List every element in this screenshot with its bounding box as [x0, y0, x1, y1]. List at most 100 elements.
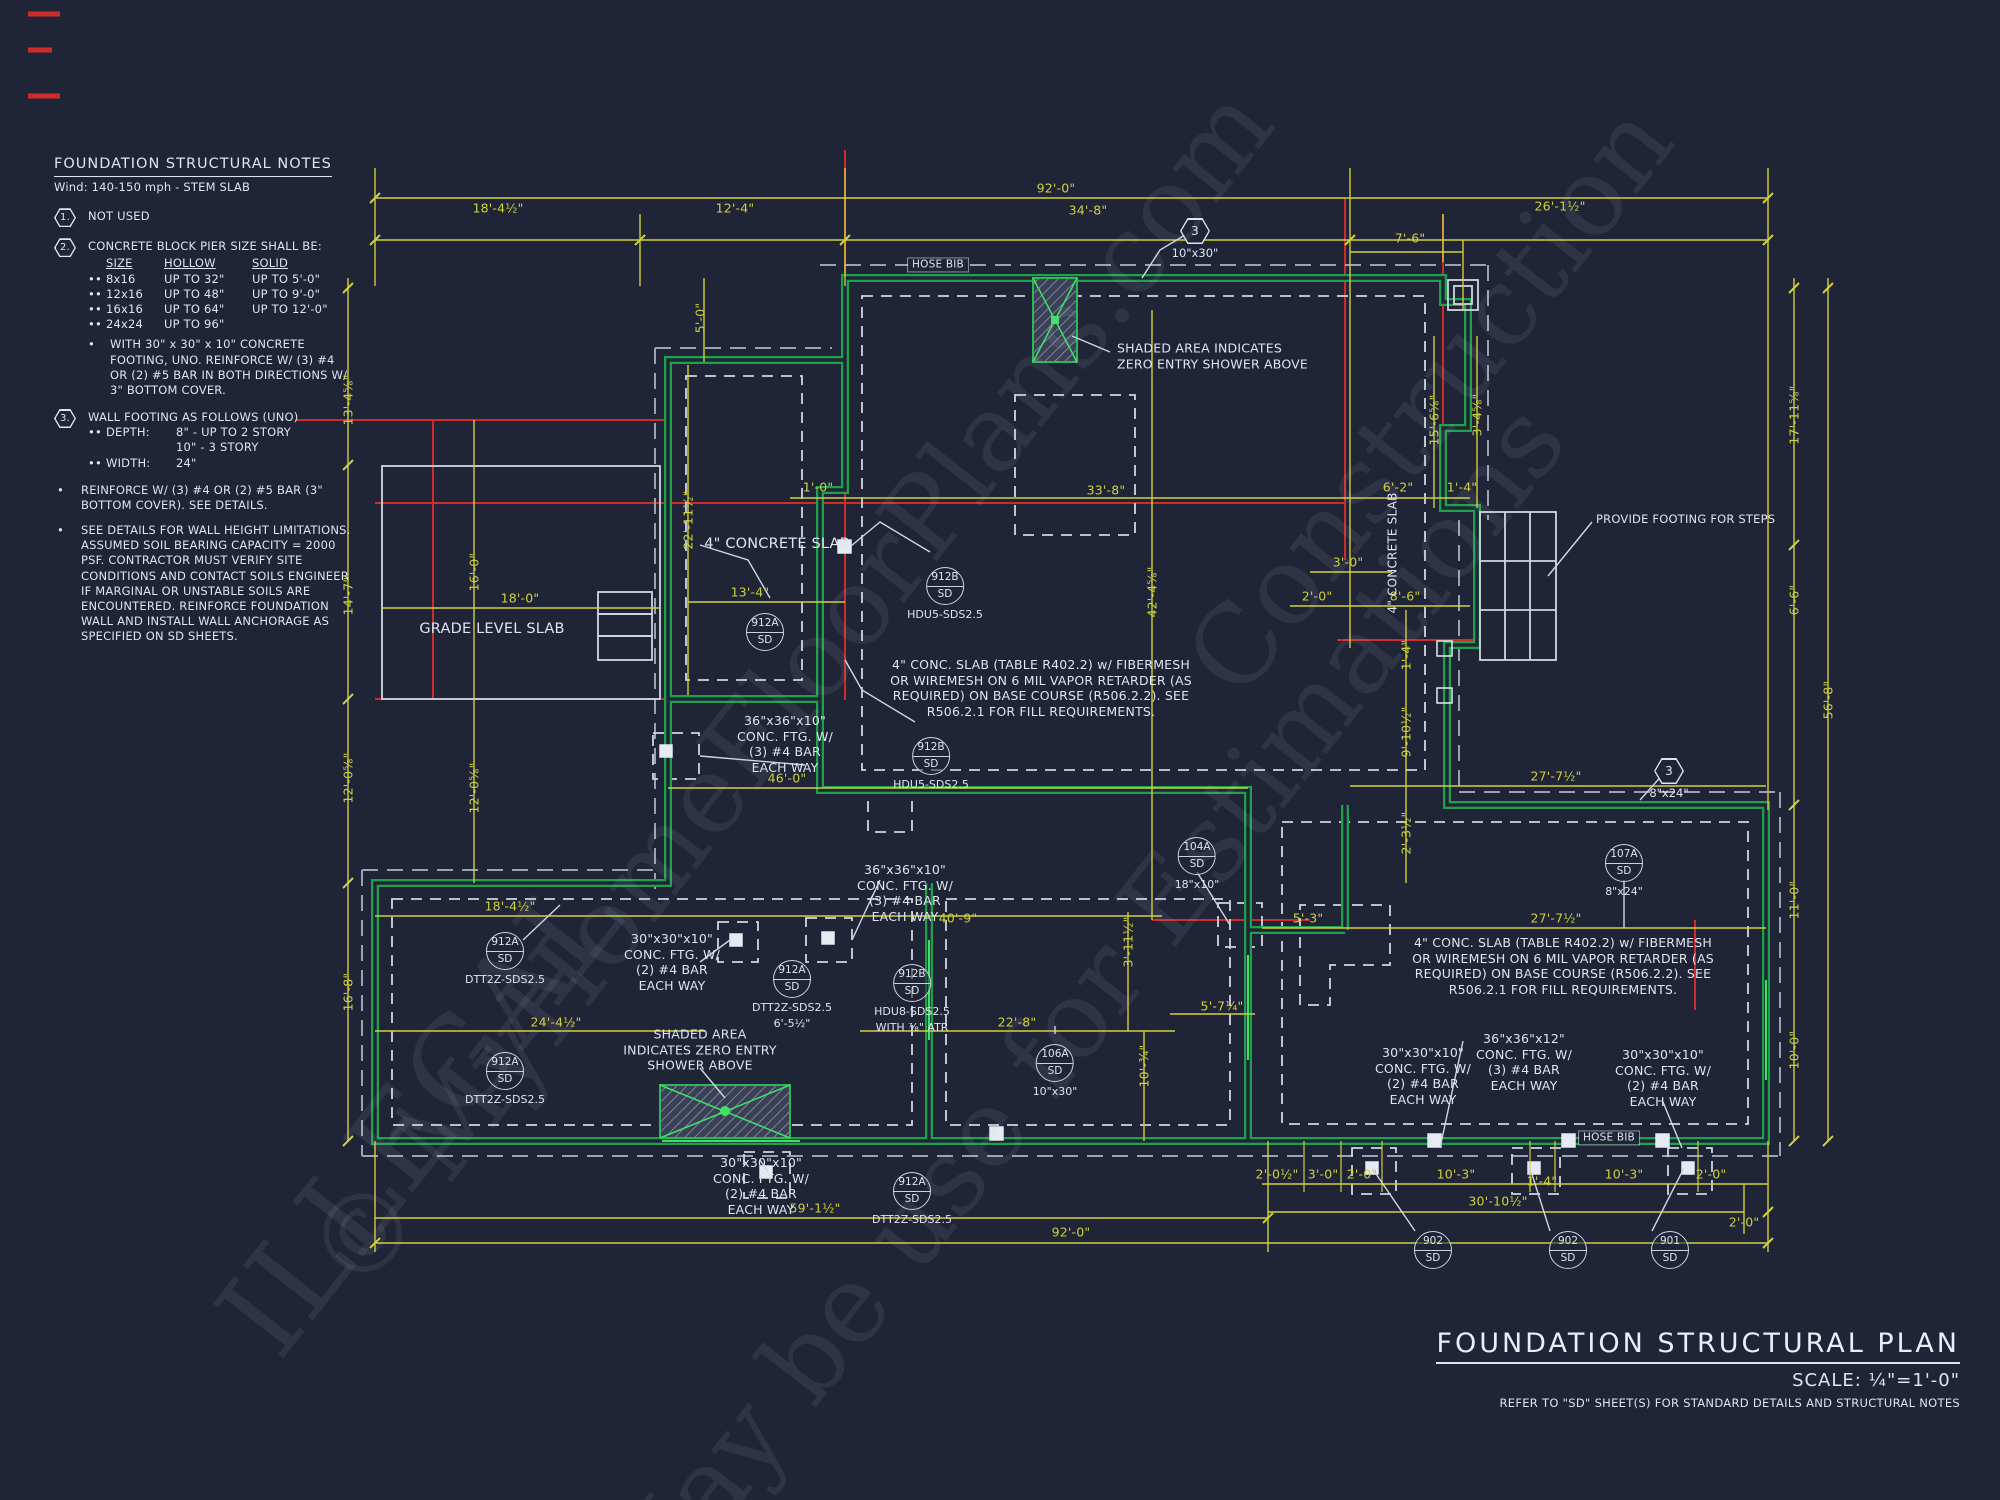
notes-title: FOUNDATION STRUCTURAL NOTES: [54, 155, 332, 178]
footing-subrow: ••WIDTH:24": [88, 455, 197, 470]
dimension-label: 2'-3½": [1398, 811, 1414, 855]
dimension-label: 5'-7¼": [1200, 998, 1244, 1014]
dimension-label: 27'-7½": [1530, 910, 1582, 926]
dimension-label: 8'-6": [1389, 588, 1421, 604]
dimension-label: 10'-3": [1436, 1166, 1476, 1182]
notes-item: 1. NOT USED: [54, 208, 354, 228]
sheet-scale: SCALE: ¼"=1'-0": [1792, 1370, 1960, 1391]
dimension-label: 33'-8": [1086, 482, 1126, 498]
notes-footnotes: •REINFORCE W/ (3) #4 OR (2) #5 BAR (3" B…: [54, 483, 354, 645]
plan-label: 30"x30"x10" CONC. FTG. W/ (2) #4 BAR EAC…: [712, 1154, 810, 1217]
dimension-label: 13'-4⅝": [340, 374, 356, 426]
footing-subrow: ••DEPTH:8" - UP TO 2 STORY: [88, 425, 292, 440]
title-block: FOUNDATION STRUCTURAL PLAN SCALE: ¼"=1'-…: [1436, 1328, 1960, 1410]
dimension-label: 30'-10½": [1468, 1193, 1528, 1209]
dimension-label: 3'-0": [1307, 1166, 1339, 1182]
dimension-label: 9'-10½": [1398, 706, 1414, 758]
notes-items: 1. NOT USED 2. CONCRETE BLOCK PIER SIZE SHA…: [54, 208, 354, 471]
hex-callout: 3 8"x24": [1649, 758, 1689, 800]
dimension-label: 22'-8": [997, 1014, 1037, 1030]
dimension-label: 18'-4½": [472, 200, 524, 216]
callout-sublabel: HDU8-SDS2.5: [874, 1005, 950, 1018]
dimension-label: 1'-0": [802, 479, 834, 495]
hex-number-icon: 1.: [54, 208, 76, 228]
dimension-label: 5'-3": [1292, 910, 1324, 926]
hex-sublabel: 8"x24": [1649, 786, 1689, 800]
dimension-lines: [342, 168, 1834, 1252]
grade-level-slab: [381, 465, 661, 700]
hex-number-icon: 2.: [54, 238, 76, 258]
dimension-label: 22'-11½": [680, 490, 696, 550]
plan-label: 30"x30"x10" CONC. FTG. W/ (2) #4 BAR EAC…: [1374, 1044, 1472, 1107]
leader-lines: [522, 231, 1685, 1232]
dimension-label: 10'-¾": [1136, 1044, 1152, 1088]
plan-label: 30"x30"x10" CONC. FTG. W/ (2) #4 BAR EAC…: [1614, 1046, 1712, 1109]
plan-label: SHADED AREA INDICATES ZERO ENTRY SHOWER …: [623, 1026, 777, 1073]
callout-sublabel: 6'-5½": [773, 1017, 811, 1030]
dimension-label: 15'-6⅝": [1426, 394, 1442, 446]
dimension-label: 16'-8": [340, 972, 356, 1012]
dimension-label: 3'-4⅝": [1469, 393, 1485, 437]
dimension-label: 2'-0": [1301, 588, 1333, 604]
plan-label: 4" CONCRETE SLAB: [704, 535, 850, 552]
foundation-structural-notes: FOUNDATION STRUCTURAL NOTES Wind: 140-15…: [54, 155, 354, 644]
dimension-label: 26'-1½": [1534, 198, 1586, 214]
dimension-ticks: [342, 192, 1834, 1249]
shower-shaded-areas: [659, 277, 1078, 1139]
dimension-label: 1'-4": [1446, 479, 1478, 495]
plan-label: 36"x36"x10" CONC. FTG. W/ (3) #4 BAR EAC…: [856, 861, 954, 924]
notes-item-body: NOT USED: [88, 209, 150, 224]
dimension-label: 2'-0": [1346, 1166, 1378, 1182]
dimension-label: 46'-0": [767, 770, 807, 786]
callout-sublabel: 10"x30": [1032, 1085, 1078, 1098]
callout-sublabel: DTT2Z-SDS2.5: [465, 1093, 545, 1106]
callout-sublabel: DTT2Z-SDS2.5: [752, 1001, 832, 1014]
hexagon-icon: 3: [1654, 758, 1684, 784]
dimension-label: 1'-4": [1398, 639, 1414, 671]
dimension-label: 1'-4": [1526, 1173, 1558, 1189]
plan-label: HOSE BIB: [1578, 1130, 1640, 1146]
notes-item-body: WALL FOOTING AS FOLLOWS (UNO)••DEPTH:8" …: [88, 410, 354, 471]
dimension-label: 2'-0½": [1255, 1166, 1299, 1182]
callout-sublabel: DTT2Z-SDS2.5: [465, 973, 545, 986]
plan-label: HOSE BIB: [907, 257, 969, 273]
footing-dashed-lines: [361, 264, 1781, 1157]
callout-sublabel: HDU5-SDS2.5: [907, 608, 983, 621]
dimension-label: 6'-6": [1786, 584, 1802, 616]
dimension-label: 3'-0": [1332, 554, 1364, 570]
dimension-label: 2'-0": [1728, 1214, 1760, 1230]
foundation-walls: [371, 274, 1770, 1145]
dimension-label: 59'-1½": [789, 1200, 841, 1216]
plan-label: 30"x30"x10" CONC. FTG. W/ (2) #4 BAR EAC…: [623, 930, 721, 993]
notes-footnote: •SEE DETAILS FOR WALL HEIGHT LIMITATIONS…: [57, 523, 351, 644]
plan-label: PROVIDE FOOTING FOR STEPS: [1596, 511, 1776, 526]
dimension-label: 18'-0": [500, 590, 540, 606]
steps-footing: [1447, 279, 1557, 661]
dimension-label: 12'-0⅝": [340, 752, 356, 804]
callout-sublabel: WITH ⅞" ATR: [875, 1021, 949, 1034]
dimension-label: 5'-0": [692, 302, 708, 334]
dimension-label: 34'-8": [1068, 202, 1108, 218]
callout-sublabel: 18"x10": [1174, 878, 1220, 891]
